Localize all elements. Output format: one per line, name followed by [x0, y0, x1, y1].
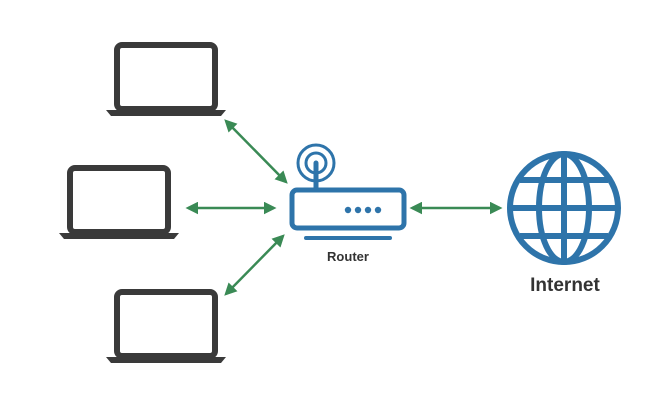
laptop-icon-middle [59, 165, 179, 239]
globe-icon [507, 151, 621, 265]
connection-arrow-bottom-laptop [224, 234, 285, 296]
laptop-icon-top [106, 42, 226, 116]
router-icon [289, 143, 407, 240]
laptop-icon-bottom [106, 289, 226, 363]
connection-arrow-top-laptop [224, 119, 288, 184]
router-label: Router [327, 249, 369, 264]
internet-label: Internet [530, 275, 600, 296]
